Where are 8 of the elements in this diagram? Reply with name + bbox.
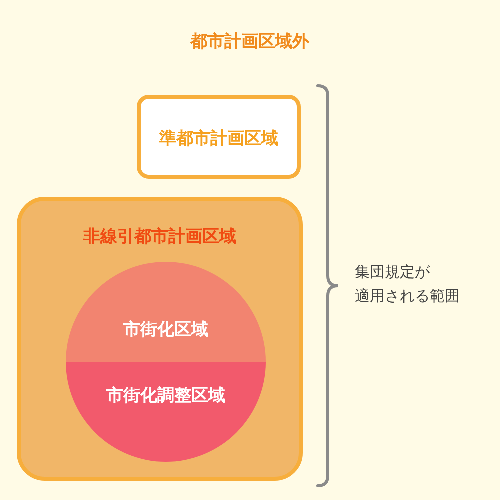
region-label: 都市計画区域外 bbox=[189, 31, 310, 54]
node-label: 市街化調整区域 bbox=[106, 385, 226, 407]
node-label: 準都市計画区域 bbox=[158, 128, 280, 150]
bracket-label: 集団規定が適用される範囲 bbox=[355, 262, 461, 307]
region-box bbox=[17, 197, 303, 481]
node-label: 非線引都市計画区域 bbox=[82, 226, 238, 248]
node-label: 市街化区域 bbox=[122, 319, 210, 341]
rounded-box bbox=[137, 95, 301, 179]
